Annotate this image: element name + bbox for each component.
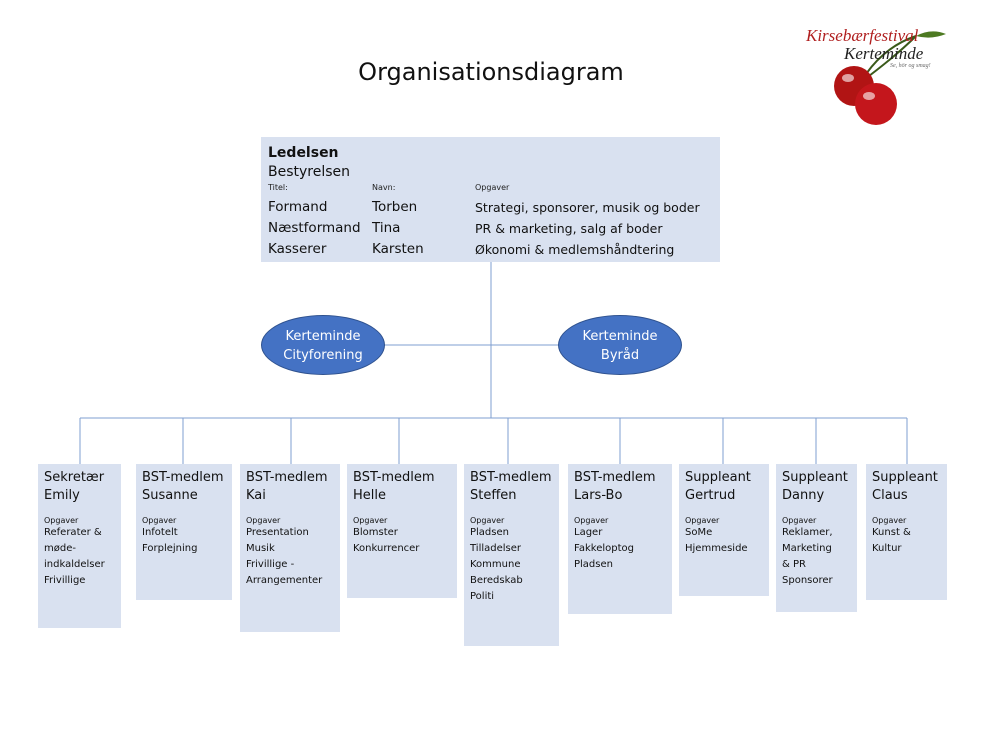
member-name: Susanne [142, 488, 198, 503]
board-title: Kasserer [268, 241, 327, 257]
logo-text-line1: Kirsebærfestival [806, 26, 919, 45]
member-role: BST-medlem [142, 470, 224, 485]
member-name: Steffen [470, 488, 517, 503]
board-name: Tina [372, 220, 401, 236]
task-item: Presentation [246, 527, 309, 538]
task-item: Infotelt [142, 527, 178, 538]
member-role: BST-medlem [353, 470, 435, 485]
page-title: Organisationsdiagram [358, 58, 624, 86]
member-role: Suppleant [782, 470, 848, 485]
task-item: Fakkeloptog [574, 543, 634, 554]
member-box-larsbo: BST-medlem Lars-Bo Opgaver Lager Fakkelo… [568, 464, 672, 614]
member-box-helle: BST-medlem Helle Opgaver Blomster Konkur… [347, 464, 457, 598]
task-item: Reklamer, [782, 527, 833, 538]
task-item: Frivillige - [246, 559, 295, 570]
tasks-label: Opgaver [782, 516, 817, 525]
leadership-box: Ledelsen Bestyrelsen Titel: Navn: Opgave… [261, 137, 720, 262]
task-item: SoMe [685, 527, 713, 538]
member-name: Gertrud [685, 488, 736, 503]
member-name: Lars-Bo [574, 488, 623, 503]
column-header-tasks: Opgaver [475, 183, 510, 192]
member-role: Suppleant [685, 470, 751, 485]
task-item: Hjemmeside [685, 543, 748, 554]
tasks-label: Opgaver [44, 516, 79, 525]
member-role: BST-medlem [574, 470, 656, 485]
board-tasks: Strategi, sponsorer, musik og boder [475, 200, 700, 215]
board-tasks: PR & marketing, salg af boder [475, 221, 663, 236]
task-item: Beredskab [470, 575, 523, 586]
member-box-steffen: BST-medlem Steffen Opgaver Pladsen Tilla… [464, 464, 559, 646]
board-name: Torben [372, 199, 418, 215]
task-item: Marketing [782, 543, 832, 554]
task-item: Lager [574, 527, 603, 538]
partner-byraad: Kerteminde Byråd [558, 315, 682, 375]
member-role: Sekretær [44, 470, 105, 485]
column-header-name: Navn: [372, 183, 396, 192]
member-box-susanne: BST-medlem Susanne Opgaver Infotelt Forp… [136, 464, 232, 600]
tasks-label: Opgaver [574, 516, 609, 525]
leadership-subheading: Bestyrelsen [268, 164, 351, 180]
leadership-heading: Ledelsen [268, 145, 339, 161]
member-role: BST-medlem [246, 470, 328, 485]
task-item: Pladsen [470, 527, 509, 538]
task-item: Tilladelser [470, 543, 522, 554]
partner-line2: Byråd [600, 348, 640, 363]
board-title: Formand [268, 199, 328, 215]
column-header-title: Titel: [268, 183, 288, 192]
tasks-label: Opgaver [353, 516, 388, 525]
task-item: & PR [782, 559, 806, 570]
board-tasks: Økonomi & medlemshåndtering [475, 242, 675, 257]
task-item: Kunst & [872, 527, 911, 538]
partner-line2: Cityforening [283, 348, 363, 363]
tasks-label: Opgaver [872, 516, 907, 525]
task-item: Blomster [353, 527, 398, 538]
member-name: Helle [353, 488, 386, 503]
member-box-gertrud: Suppleant Gertrud Opgaver SoMe Hjemmesid… [679, 464, 769, 596]
partner-line1: Kerteminde [285, 329, 361, 344]
task-item: Kommune [470, 559, 521, 570]
task-item: Sponsorer [782, 575, 833, 586]
task-item: Forplejning [142, 543, 198, 554]
tasks-label: Opgaver [142, 516, 177, 525]
cherries-icon [834, 31, 946, 125]
board-title: Næstformand [268, 220, 361, 236]
member-box-danny: Suppleant Danny Opgaver Reklamer, Market… [776, 464, 857, 612]
task-item: Konkurrencer [353, 543, 420, 554]
task-item: møde- [44, 543, 76, 554]
member-box-kai: BST-medlem Kai Opgaver Presentation Musi… [240, 464, 340, 632]
partner-line1: Kerteminde [582, 329, 658, 344]
logo-text-line2: Kerteminde [844, 44, 924, 63]
task-item: Politi [470, 591, 495, 602]
member-role: BST-medlem [470, 470, 552, 485]
member-name: Claus [872, 488, 908, 503]
task-item: Musik [246, 543, 275, 554]
partner-cityforening: Kerteminde Cityforening [261, 315, 385, 375]
tasks-label: Opgaver [246, 516, 281, 525]
logo-text-line3: Se, hör og smag! [890, 63, 931, 69]
member-name: Danny [782, 488, 825, 503]
task-item: Referater & [44, 527, 102, 538]
task-item: Kultur [872, 543, 902, 554]
task-item: indkaldelser [44, 559, 105, 570]
board-name: Karsten [372, 241, 424, 257]
task-item: Frivillige [44, 575, 86, 586]
task-item: Arrangementer [246, 575, 323, 586]
task-item: Pladsen [574, 559, 613, 570]
tasks-label: Opgaver [685, 516, 720, 525]
tasks-label: Opgaver [470, 516, 505, 525]
member-box-claus: Suppleant Claus Opgaver Kunst & Kultur [866, 464, 947, 600]
member-box-emily: Sekretær Emily Opgaver Referater & møde-… [38, 464, 121, 628]
member-name: Kai [246, 488, 266, 503]
festival-logo: Kirsebærfestival Kerteminde Se, hör og s… [806, 26, 956, 126]
member-name: Emily [44, 488, 80, 503]
member-role: Suppleant [872, 470, 938, 485]
